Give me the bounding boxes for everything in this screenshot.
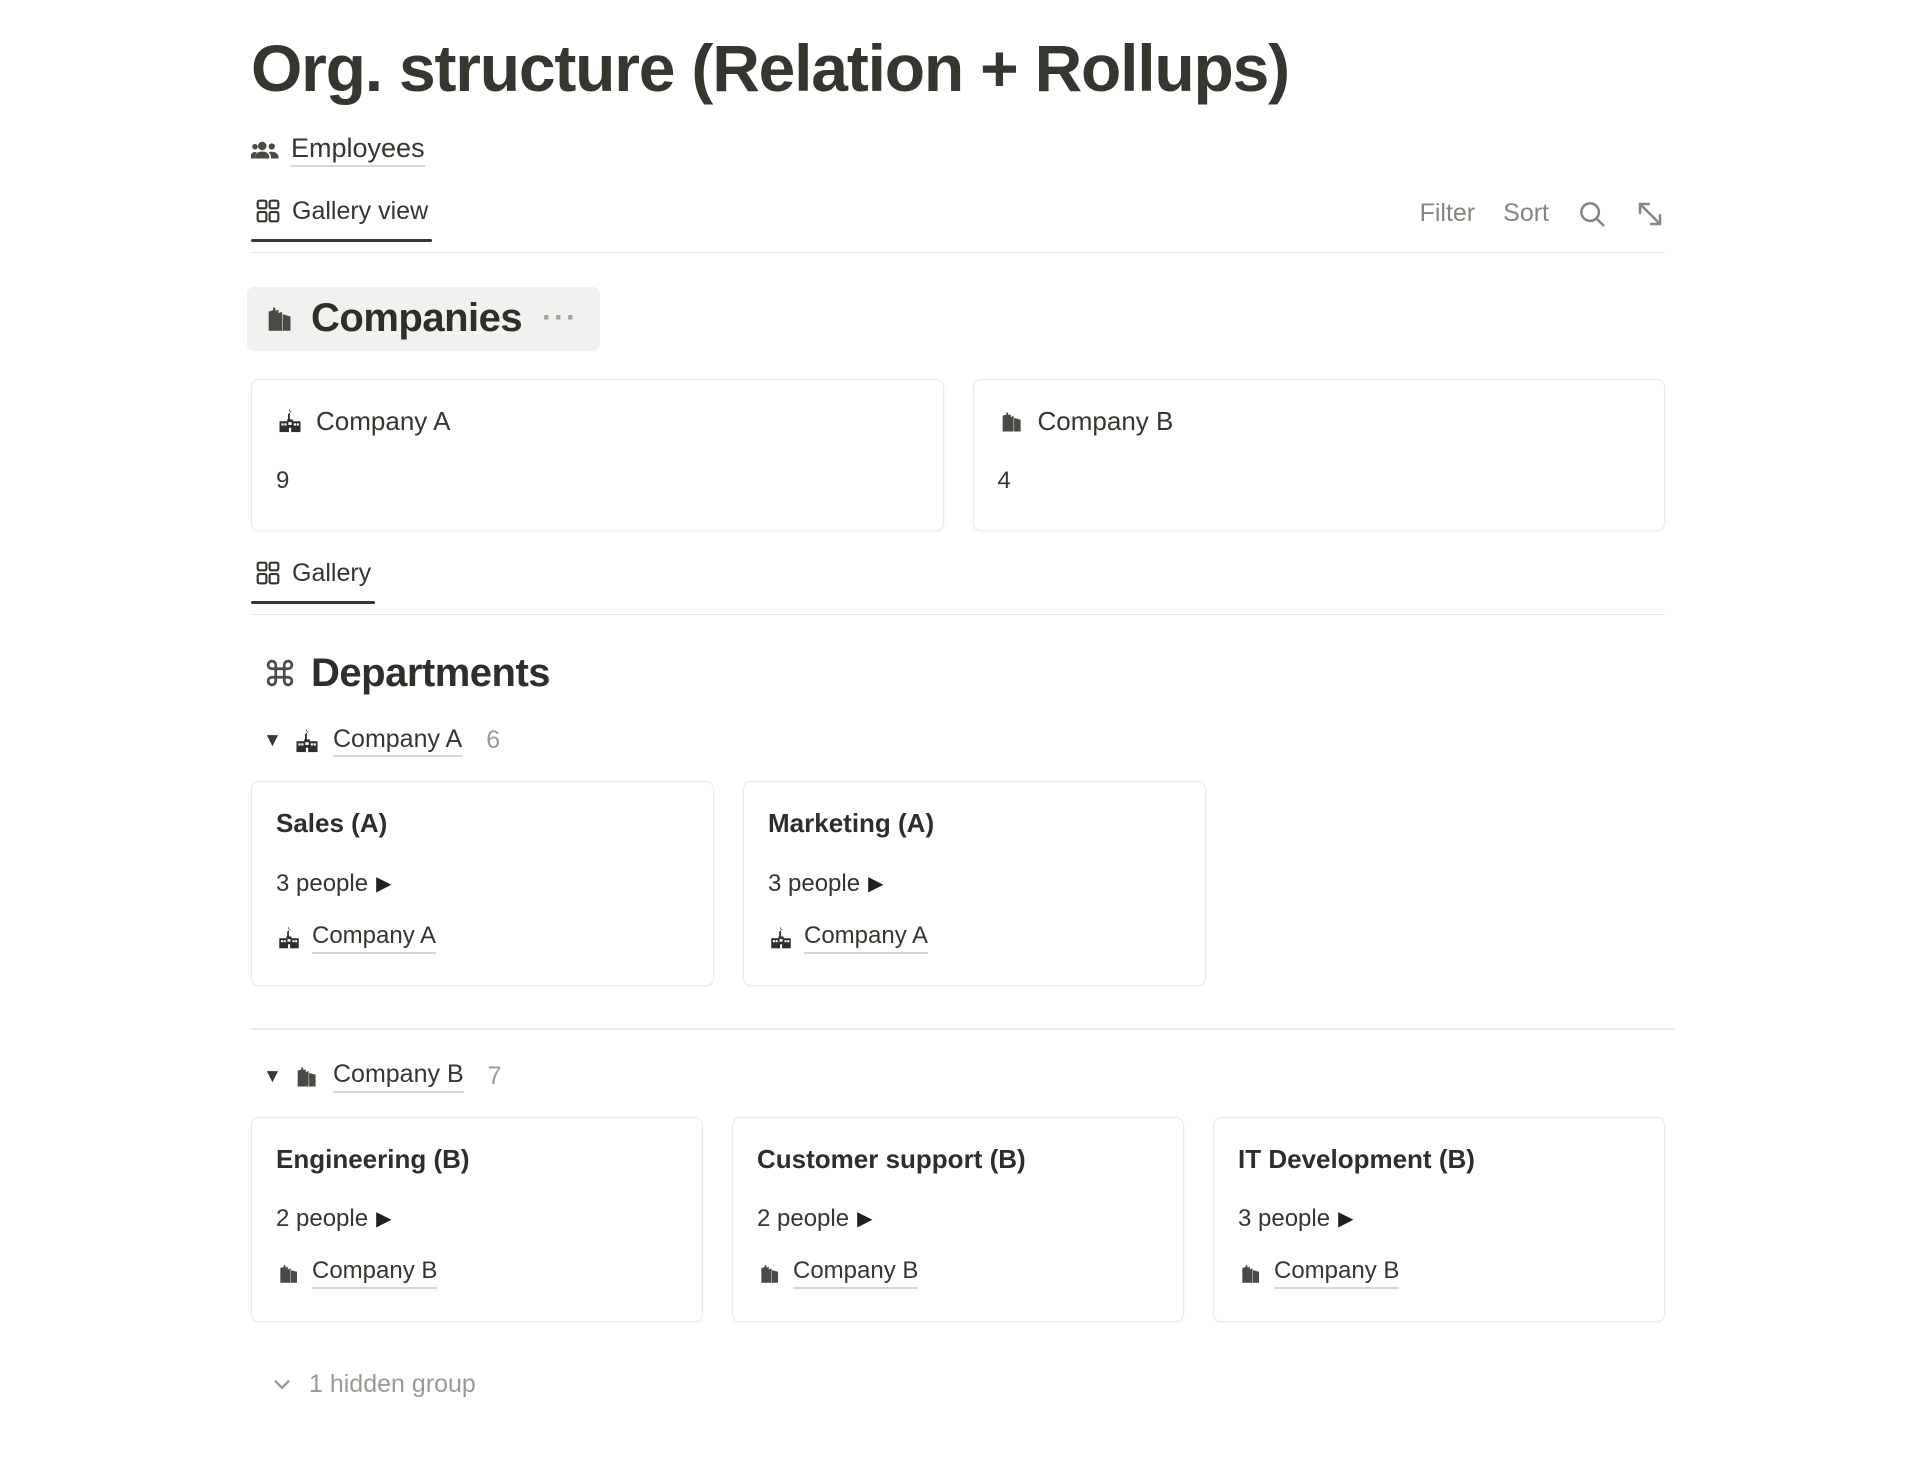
gallery-grid-icon [255, 198, 281, 224]
company-card-title-row: Company B [998, 406, 1641, 437]
play-triangle-icon: ▶ [868, 872, 884, 895]
people-icon [251, 136, 281, 166]
gallery-tabs: Gallery [251, 558, 376, 605]
companies-section-title: Companies [311, 295, 523, 340]
department-card-relation[interactable]: Company A [276, 922, 437, 954]
department-card-people[interactable]: 3 people ▶ [768, 870, 1181, 898]
hidden-group-label: 1 hidden group [309, 1369, 476, 1398]
department-card-relation-label: Company A [312, 922, 437, 954]
department-card-people[interactable]: 3 people ▶ [276, 870, 689, 898]
city-building-icon [998, 407, 1026, 435]
department-card[interactable]: Marketing (A) 3 people ▶ [743, 781, 1206, 987]
breadcrumb-label: Employees [291, 134, 425, 167]
department-card-people-count: 3 people [768, 869, 861, 897]
department-card-grid: Engineering (B) 2 people ▶ Company B [251, 1116, 1665, 1322]
group-count: 6 [486, 726, 501, 755]
department-card[interactable]: Engineering (B) 2 people ▶ Company B [251, 1116, 703, 1322]
group-collapse-caret[interactable]: ▼ [263, 1065, 282, 1087]
view-toolbar: Gallery view Filter Sort [251, 197, 1665, 253]
command-icon [263, 656, 297, 690]
department-card-relation[interactable]: Company B [276, 1257, 438, 1289]
company-card[interactable]: Company A 9 [251, 378, 944, 531]
play-triangle-icon: ▶ [1338, 1207, 1354, 1230]
school-building-icon [276, 407, 304, 435]
search-icon[interactable] [1577, 199, 1607, 229]
department-card-relation[interactable]: Company B [757, 1257, 919, 1289]
school-building-icon [276, 925, 302, 951]
companies-section-menu-icon[interactable]: ··· [542, 300, 579, 334]
department-card-people-count: 2 people [757, 1204, 850, 1232]
school-building-icon [768, 925, 794, 951]
department-card[interactable]: IT Development (B) 3 people ▶ Company B [1213, 1116, 1665, 1322]
companies-section-header[interactable]: Companies ··· [247, 286, 601, 351]
company-card[interactable]: Company B 4 [972, 378, 1665, 531]
group-name-link[interactable]: Company B [333, 1060, 464, 1093]
department-card-people-count: 3 people [276, 869, 369, 897]
department-card-people[interactable]: 2 people ▶ [757, 1205, 1159, 1233]
tab-gallery-view[interactable]: Gallery view [251, 196, 433, 243]
breadcrumb-employees-link[interactable]: Employees [251, 134, 425, 167]
company-card-title-row: Company A [276, 406, 919, 437]
play-triangle-icon: ▶ [376, 872, 392, 895]
department-card-title: IT Development (B) [1238, 1143, 1475, 1174]
group-divider [251, 1028, 1675, 1030]
gallery-grid-icon [255, 560, 281, 586]
tab-gallery-view-label: Gallery view [292, 196, 429, 225]
city-building-icon [757, 1260, 783, 1286]
expand-diagonal-icon[interactable] [1635, 199, 1665, 229]
play-triangle-icon: ▶ [376, 1207, 392, 1230]
tab-gallery-label: Gallery [292, 558, 372, 587]
city-building-icon [1238, 1260, 1264, 1286]
company-card-name: Company B [1037, 405, 1174, 436]
department-card-relation-label: Company A [804, 922, 929, 954]
department-card-relation[interactable]: Company B [1238, 1257, 1400, 1289]
company-card-count: 9 [276, 466, 290, 494]
department-card-people-count: 3 people [1238, 1204, 1331, 1232]
gallery-view-toolbar: Gallery [251, 559, 1665, 615]
group-collapse-caret[interactable]: ▼ [263, 730, 282, 752]
toolbar-actions: Filter Sort [1420, 197, 1665, 229]
department-card[interactable]: Customer support (B) 2 people ▶ Company … [732, 1116, 1184, 1322]
companies-card-grid: Company A 9 Company B 4 [251, 378, 1665, 531]
page-title: Org. structure (Relation + Rollups) [251, 31, 1290, 105]
department-card-relation-label: Company B [1274, 1257, 1400, 1289]
city-building-icon [263, 301, 297, 335]
department-card-grid: Sales (A) 3 people ▶ [251, 781, 1665, 987]
department-card-relation[interactable]: Company A [768, 922, 929, 954]
departments-section-title: Departments [311, 650, 551, 695]
school-building-icon [293, 727, 321, 755]
play-triangle-icon: ▶ [857, 1207, 873, 1230]
department-card-title: Engineering (B) [276, 1143, 470, 1174]
city-building-icon [293, 1062, 321, 1090]
chevron-down-icon [269, 1371, 295, 1397]
sort-button[interactable]: Sort [1503, 199, 1549, 228]
department-card-people-count: 2 people [276, 1204, 369, 1232]
department-group: ▼ Company A 6 [251, 725, 1665, 987]
hidden-group-toggle[interactable]: 1 hidden group [251, 1370, 476, 1399]
city-building-icon [276, 1260, 302, 1286]
department-card-relation-label: Company B [793, 1257, 919, 1289]
department-card-people[interactable]: 2 people ▶ [276, 1205, 678, 1233]
group-count: 7 [487, 1061, 502, 1090]
department-card-title: Customer support (B) [757, 1143, 1026, 1174]
department-card-relation-label: Company B [312, 1257, 438, 1289]
department-card-people[interactable]: 3 people ▶ [1238, 1205, 1640, 1233]
departments-section-header[interactable]: Departments [251, 650, 551, 695]
group-name-link[interactable]: Company A [333, 725, 463, 758]
department-card[interactable]: Sales (A) 3 people ▶ [251, 781, 714, 987]
page-content: Org. structure (Relation + Rollups) Empl… [247, 0, 1675, 1402]
company-card-name: Company A [316, 405, 451, 436]
company-card-count: 4 [997, 466, 1011, 494]
view-tabs: Gallery view [251, 196, 433, 243]
department-group: ▼ Company B 7 Engineering (B) 2 people ▶ [251, 1060, 1665, 1322]
department-card-title: Sales (A) [276, 808, 388, 839]
filter-button[interactable]: Filter [1419, 199, 1476, 228]
group-header-company-b[interactable]: ▼ Company B 7 [251, 1060, 1665, 1093]
group-header-company-a[interactable]: ▼ Company A 6 [251, 725, 1665, 758]
tab-gallery[interactable]: Gallery [251, 558, 376, 605]
department-card-title: Marketing (A) [768, 808, 935, 839]
